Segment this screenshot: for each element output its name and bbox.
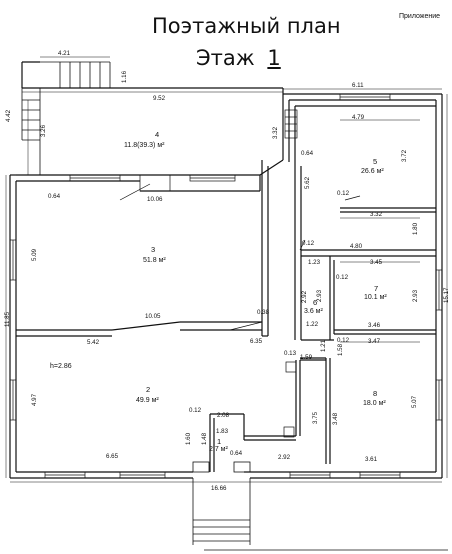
- dim-room3-bottom-width: 10.05: [145, 313, 161, 320]
- room-5-area: 26.6 м²: [361, 168, 384, 175]
- dim-room5-bottom: 3.32: [370, 211, 383, 218]
- dim-overall-width: 16.66: [211, 485, 227, 492]
- windows: [9, 93, 443, 479]
- dim-542: 5.42: [87, 339, 100, 346]
- plan-title: Поэтажный план: [152, 14, 341, 38]
- room-2-number: 2: [146, 385, 150, 394]
- dim-208: 2.08: [217, 412, 230, 419]
- dim-room5-left: 5.62: [304, 176, 311, 189]
- dim-room8-right: 5.07: [411, 395, 418, 408]
- dim-overall-height: 11.85: [4, 311, 11, 327]
- dim-159: 1.59: [300, 354, 313, 361]
- room-3-number: 3: [151, 245, 155, 254]
- dim-348: 3.48: [332, 412, 339, 425]
- dim-porch-step: 1.16: [121, 70, 128, 83]
- room-4-number: 4: [155, 130, 159, 139]
- dim-room2-left: 4.97: [31, 393, 38, 406]
- dim-porch-left-height: 4.42: [5, 109, 12, 122]
- dim-122: 1.22: [306, 321, 319, 328]
- dimension-lines: [5, 56, 448, 483]
- dim-room7-top: 4.80: [350, 243, 363, 250]
- dim-partition-064-upper: 0.64: [301, 150, 314, 157]
- plan-details: [119, 109, 361, 438]
- dim-room2-bottom: 6.65: [106, 453, 119, 460]
- room-2-height: h=2.86: [50, 363, 72, 370]
- floor-number: 1: [267, 46, 281, 70]
- dim-292: 2.92: [301, 290, 308, 303]
- room-1-number: 1: [217, 437, 221, 446]
- dim-porch-top-width: 4.21: [58, 50, 71, 57]
- dim-room5-width: 4.79: [352, 114, 365, 121]
- floor-label: Этаж 1: [196, 46, 281, 70]
- dim-room7-bottom: 3.46: [368, 322, 381, 329]
- dim-183: 1.83: [216, 428, 229, 435]
- room-7-area: 10.1 м²: [364, 294, 387, 301]
- room-6-area: 3.6 м²: [304, 308, 323, 315]
- dim-064-bottom: 0.64: [230, 450, 243, 457]
- dim-292-bottom: 2.92: [278, 454, 291, 461]
- room-3-area: 51.8 м²: [143, 257, 166, 264]
- porch-stairs: [21, 61, 111, 175]
- room-4-area: 11.8(39.3) м²: [124, 142, 165, 149]
- dim-room7-width-top: 3.45: [370, 259, 383, 266]
- dim-wall-064-left: 0.64: [48, 193, 61, 200]
- dim-right-overall: 15.17: [443, 287, 450, 303]
- appendix-label: Приложение: [399, 13, 441, 20]
- dim-room4-width: 9.52: [153, 95, 166, 102]
- dim-room5-right-lower: 1.80: [412, 222, 419, 235]
- dim-room4-right: 3.32: [272, 126, 279, 139]
- dim-small-012-a: 0.12: [337, 190, 350, 197]
- room-6-number: 6: [313, 298, 317, 307]
- dim-room7-right: 2.93: [412, 289, 419, 302]
- dim-small-012-e: 0.12: [189, 407, 202, 414]
- floor-label-word: Этаж: [196, 46, 255, 70]
- dim-121: 1.21: [320, 339, 327, 352]
- dim-160: 1.60: [185, 432, 192, 445]
- dim-room5-height: 3.72: [401, 149, 408, 162]
- dim-038: 0.38: [257, 309, 270, 316]
- dim-small-012-d: 0.12: [337, 337, 350, 344]
- dim-room8-top: 3.47: [368, 338, 381, 345]
- dim-small-012-c: 0.12: [336, 274, 349, 281]
- dim-158: 1.58: [337, 343, 344, 356]
- entrance-porch: [192, 461, 448, 551]
- dim-room3-height: 5.09: [31, 248, 38, 261]
- dim-148: 1.48: [201, 432, 208, 445]
- room-7-number: 7: [374, 284, 378, 293]
- dim-635: 6.35: [250, 338, 263, 345]
- dim-wall-012-b: 0.12: [302, 240, 315, 247]
- room-8-area: 18.0 м²: [363, 400, 386, 407]
- room-1-area: 2.7 м²: [209, 446, 228, 453]
- dim-375: 3.75: [312, 411, 319, 424]
- room-8-number: 8: [373, 389, 377, 398]
- dim-013: 0.13: [284, 350, 297, 357]
- dim-top-right-width: 6.11: [352, 82, 364, 89]
- room-2-area: 49.9 м²: [136, 397, 159, 404]
- dim-293-left: 2.93: [316, 289, 323, 302]
- dim-room4-left: 3.26: [40, 124, 47, 137]
- dim-room3-top-width: 10.06: [147, 196, 163, 203]
- room-5-number: 5: [373, 157, 377, 166]
- dim-123: 1.23: [308, 259, 321, 266]
- dim-room8-bottom: 3.61: [365, 456, 378, 463]
- plan-labels: 4 11.8(39.3) м² 5 26.6 м² 3 51.8 м² 7 10…: [4, 50, 450, 492]
